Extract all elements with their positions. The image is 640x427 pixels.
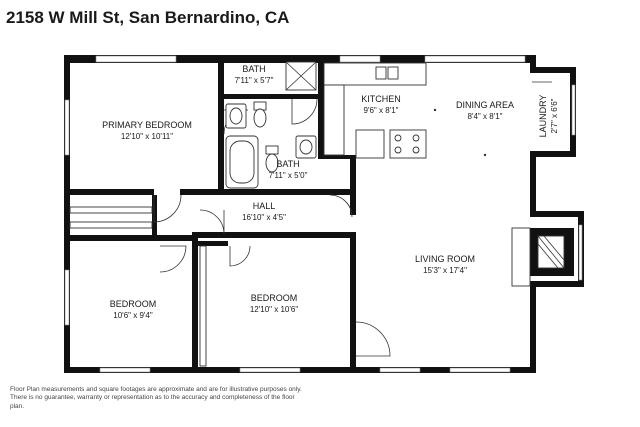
laundry-name: LAUNDRY <box>538 95 548 138</box>
bedroom-center-name: BEDROOM <box>251 293 298 303</box>
fixtures <box>69 61 565 367</box>
laundry-dims: 2'7" x 6'6" <box>550 98 559 133</box>
bath-lower-name: BATH <box>276 159 299 169</box>
bath-upper-name: BATH <box>242 64 265 74</box>
bedroom-center-dims: 12'10" x 10'6" <box>250 305 298 314</box>
primary-bedroom-name: PRIMARY BEDROOM <box>102 120 192 130</box>
dining-area-dims: 8'4" x 8'1" <box>468 112 503 121</box>
living-room-dims: 15'3" x 17'4" <box>423 266 467 275</box>
windows <box>64 55 583 373</box>
disclaimer: Floor Plan measurements and square foota… <box>10 386 302 410</box>
hall-name: HALL <box>253 201 276 211</box>
kitchen-dims: 9'6" x 8'1" <box>364 106 399 115</box>
page-title: 2158 W Mill St, San Bernardino, CA <box>6 8 290 27</box>
room-labels: PRIMARY BEDROOM 12'10" x 10'11" BATH 7'1… <box>102 64 559 320</box>
bath-lower-dims: 7'11" x 5'0" <box>269 171 308 180</box>
dining-area-name: DINING AREA <box>456 100 514 110</box>
living-room-name: LIVING ROOM <box>415 254 475 264</box>
bedroom-left-dims: 10'6" x 9'4" <box>113 311 153 320</box>
kitchen-name: KITCHEN <box>361 94 401 104</box>
bath-upper-dims: 7'11" x 5'7" <box>235 76 274 85</box>
primary-bedroom-dims: 12'10" x 10'11" <box>121 132 173 141</box>
hall-dims: 16'10" x 4'5" <box>242 213 286 222</box>
bedroom-left-name: BEDROOM <box>110 299 157 309</box>
